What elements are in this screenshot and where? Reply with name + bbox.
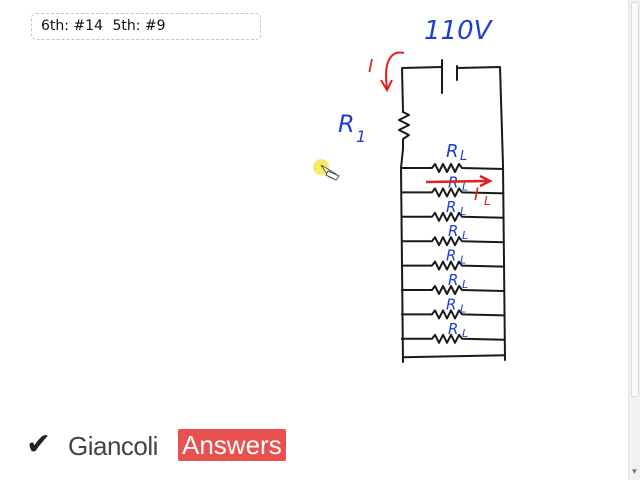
- pointer-icon: [313, 159, 340, 181]
- svg-text:L: L: [460, 205, 466, 218]
- svg-text:R: R: [446, 247, 456, 265]
- bottom-wire: [402, 354, 506, 359]
- load-resistor-branch: [401, 285, 505, 295]
- load-resistor-branch: [401, 211, 505, 222]
- problem-reference: 6th: #14 5th: #9: [31, 13, 261, 40]
- sixth-edition-ref: 6th: #14: [41, 18, 103, 34]
- voltage-label: 110V: [424, 16, 494, 46]
- fifth-edition-ref: 5th: #9: [112, 18, 166, 34]
- r1-label: R 1: [338, 110, 366, 146]
- svg-text:L: L: [460, 302, 466, 315]
- load-resistor-branch: [401, 187, 505, 198]
- svg-text:I: I: [474, 185, 479, 205]
- svg-text:I: I: [368, 56, 373, 77]
- logo-word: Giancoli: [68, 431, 158, 461]
- rl-label: RL: [448, 173, 468, 193]
- load-resistor-branch: [401, 236, 505, 247]
- svg-text:R: R: [448, 271, 458, 289]
- svg-text:L: L: [460, 149, 467, 164]
- svg-text:R: R: [446, 141, 459, 162]
- svg-text:R: R: [338, 110, 355, 138]
- logo-highlight: Answers: [178, 429, 286, 461]
- chevron-down-icon[interactable]: ▼: [630, 467, 639, 476]
- svg-text:R: R: [446, 198, 456, 216]
- load-resistor-branch: [401, 333, 505, 344]
- current-arrow: I: [368, 51, 405, 93]
- svg-text:R: R: [448, 320, 458, 338]
- svg-text:1: 1: [356, 127, 366, 146]
- svg-text:L: L: [484, 194, 491, 208]
- svg-text:L: L: [462, 229, 468, 242]
- il-arrow: I L: [425, 174, 493, 208]
- vertical-scrollbar[interactable]: ▼: [628, 0, 640, 480]
- svg-text:L: L: [462, 278, 468, 291]
- svg-text:L: L: [460, 254, 466, 267]
- load-resistor-branch: [401, 163, 505, 173]
- parallel-branches: [401, 163, 506, 359]
- svg-text:110V: 110V: [424, 16, 494, 46]
- checkmark-icon: ✔: [26, 428, 52, 461]
- load-resistor-branch: [401, 260, 505, 271]
- svg-text:R: R: [446, 295, 456, 313]
- load-resistor-branch: [401, 309, 505, 320]
- svg-text:L: L: [462, 180, 468, 193]
- scroll-thumb[interactable]: [631, 2, 639, 397]
- svg-text:R: R: [448, 222, 458, 240]
- svg-text:L: L: [462, 327, 468, 340]
